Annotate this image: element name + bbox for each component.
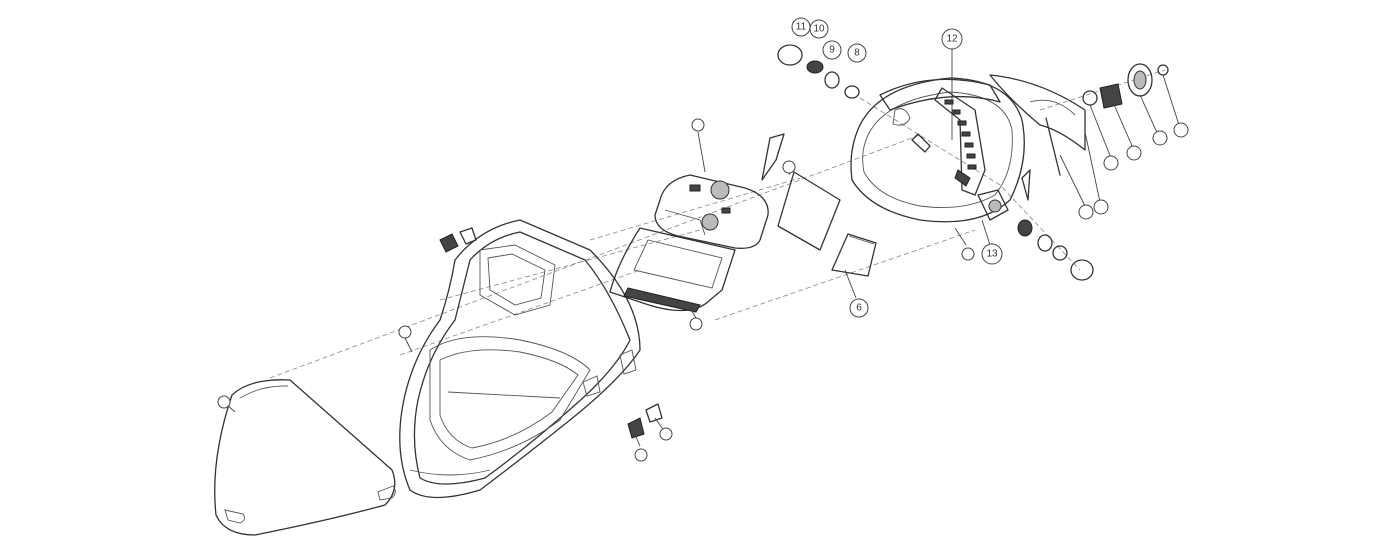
callout-12: 12 — [941, 28, 963, 50]
inner-cover-lens — [777, 171, 841, 251]
side-clip-lower — [627, 403, 663, 439]
callout-11: 11 — [791, 17, 811, 37]
svg-text:10: 10 — [813, 24, 825, 35]
svg-text:8: 8 — [854, 48, 860, 59]
svg-text:13: 13 — [986, 249, 998, 260]
filter-holder-frame — [609, 227, 736, 313]
callout-leader-lines — [225, 48, 1181, 447]
callout-13: 13 — [981, 243, 1003, 265]
auto-darkening-filter-cartridge — [654, 174, 769, 249]
side-clip-upper — [439, 227, 477, 253]
callout-8: 8 — [847, 43, 867, 63]
ratchet-parts-right — [1082, 63, 1169, 109]
svg-text:9: 9 — [829, 45, 835, 56]
callout-9: 9 — [822, 40, 842, 60]
headgear — [850, 77, 1031, 223]
outer-cover-lens — [214, 379, 396, 536]
headgear-strap-slots — [944, 99, 977, 170]
knob-parts-lower-right — [1017, 219, 1094, 281]
callout-10: 10 — [809, 19, 829, 39]
svg-text:11: 11 — [796, 22, 807, 33]
knob-parts-upper-left — [777, 44, 860, 99]
callout-6: 6 — [849, 298, 869, 318]
blank-callouts — [217, 118, 1189, 462]
headgear-side-cover — [989, 74, 1086, 176]
small-lens — [761, 133, 785, 181]
svg-text:6: 6 — [856, 303, 862, 314]
svg-text:12: 12 — [946, 34, 958, 45]
helmet-shell — [399, 219, 641, 499]
magnifier-lens — [831, 233, 877, 277]
